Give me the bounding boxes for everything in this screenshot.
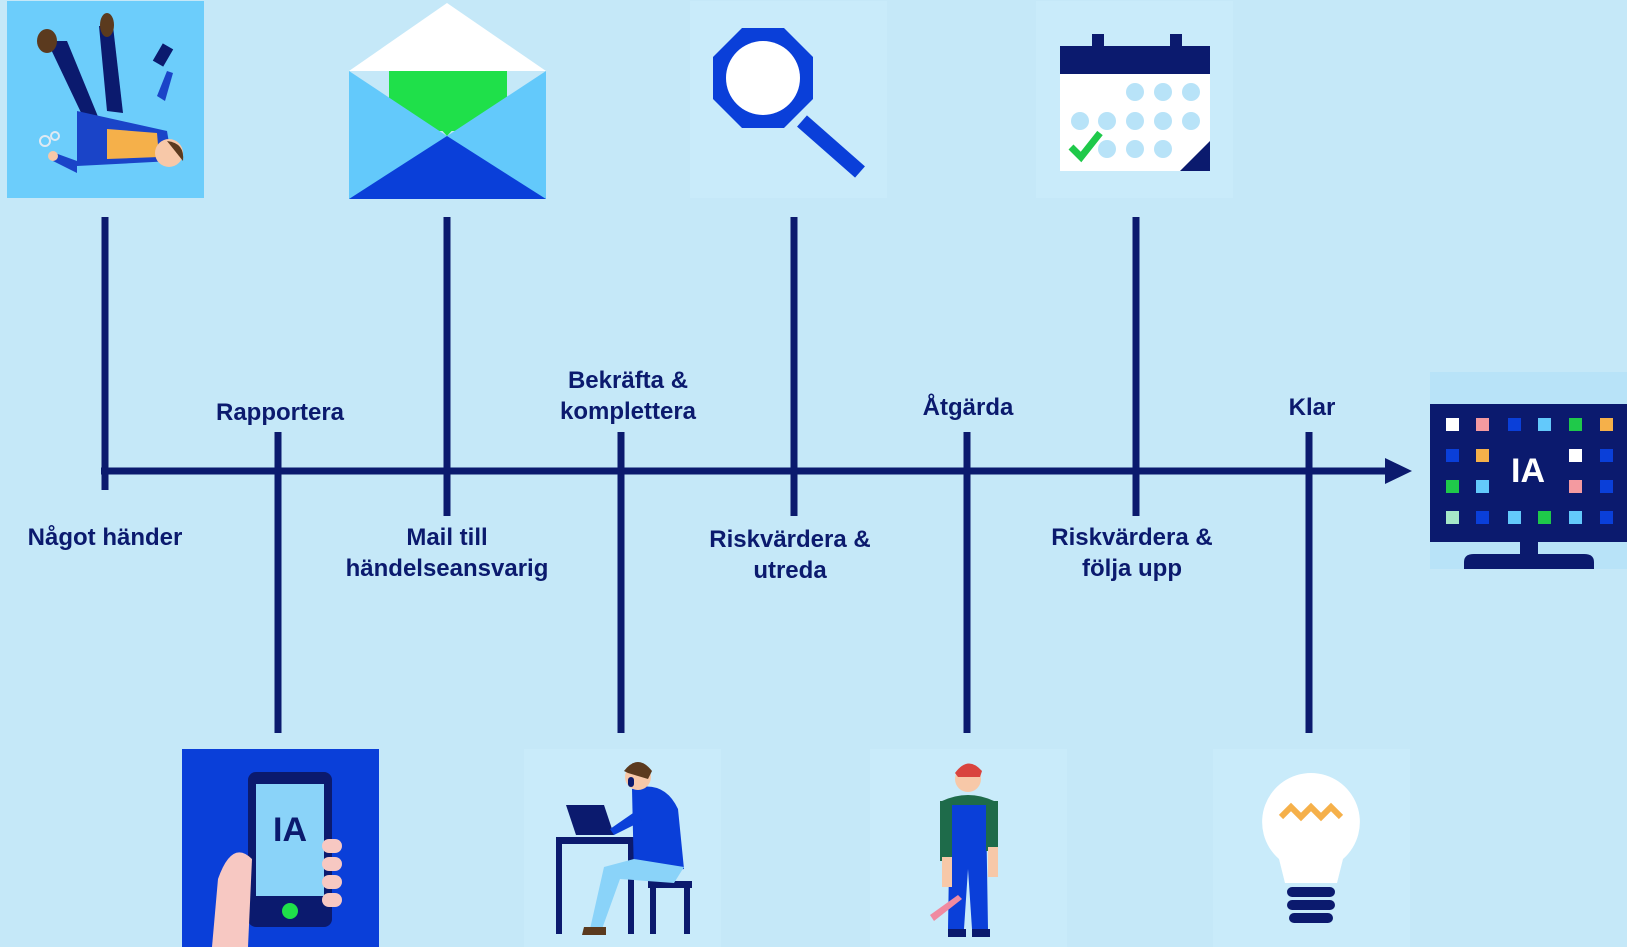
falling-person-icon	[7, 1, 204, 198]
step-label-7: Riskvärdera & följa upp	[1051, 524, 1213, 582]
axis-arrowhead	[1385, 458, 1412, 484]
step-label-6: Åtgärda	[922, 394, 1014, 421]
worker-icon	[870, 749, 1067, 947]
phone-brand-text: IA	[273, 811, 307, 849]
step-label-5: Riskvärdera & utreda	[709, 526, 871, 584]
lightbulb-icon	[1213, 749, 1410, 947]
magnifier-icon	[690, 1, 887, 198]
monitor-brand-text: IA	[1511, 452, 1545, 490]
step-label-4: Bekräfta & komplettera	[559, 367, 697, 425]
envelope-icon	[349, 1, 546, 199]
step-label-1: Något händer	[27, 524, 183, 551]
ia-monitor-icon: IA	[1430, 372, 1627, 569]
person-at-laptop-icon	[524, 749, 721, 947]
step-label-3: Mail till händelseansvarig	[345, 524, 549, 582]
phone-app-icon: IA	[182, 749, 379, 947]
step-label-2: Rapportera	[215, 399, 345, 426]
calendar-icon	[1036, 1, 1233, 198]
step-label-8: Klar	[1288, 394, 1336, 421]
